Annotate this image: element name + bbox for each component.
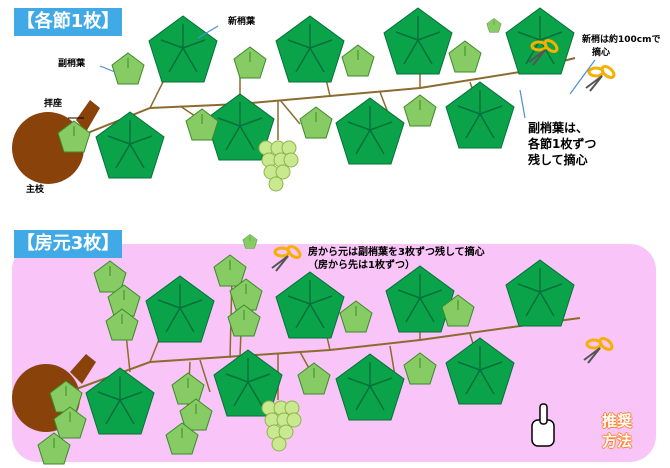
label-cane: 拝座 — [44, 99, 63, 109]
label-lateral-leaf: 副梢葉 — [58, 59, 86, 69]
label-bottom-pinch-note: 房から元は副梢葉を3枚ずつ残して摘心 （房から先は1枚ずつ） — [308, 247, 485, 271]
label-tip-pinch-note: 新梢は約100cmで 摘心 — [582, 35, 661, 58]
recommended-method-badge: 推奨 方法 — [556, 408, 656, 458]
badge-line-method: 方法 — [602, 432, 633, 450]
panel-title-cluster-base: 【房元3枚】 — [14, 230, 122, 258]
label-new-shoot-leaf: 新梢葉 — [228, 17, 256, 27]
badge-line-recommended: 推奨 — [602, 412, 633, 430]
pointing-hand-icon — [531, 403, 555, 447]
panel-title-each-node: 【各節1枚】 — [14, 8, 122, 36]
label-main-trunk: 主枝 — [26, 185, 45, 195]
label-lateral-pinch-note: 副梢葉は、 各節1枚ずつ 残して摘心 — [528, 121, 597, 167]
